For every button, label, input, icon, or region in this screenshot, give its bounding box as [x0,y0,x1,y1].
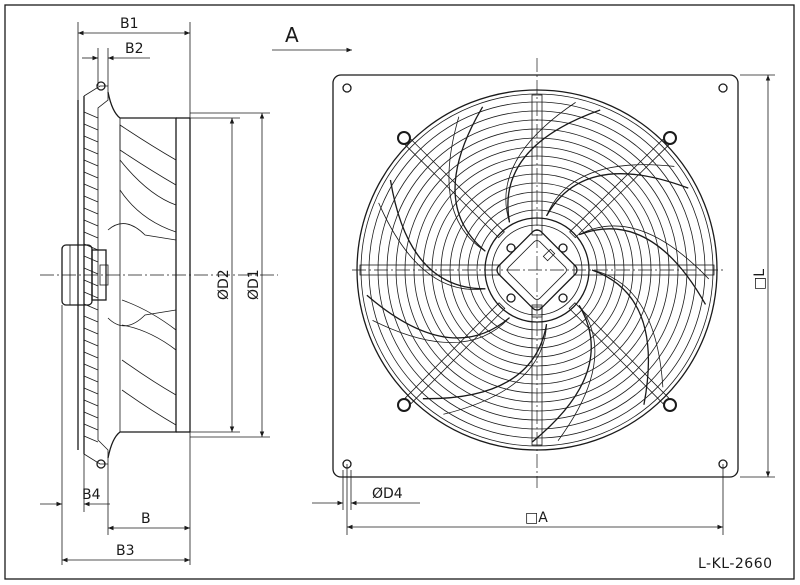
dimension-label-b2: B2 [125,41,144,57]
dimension-label-b: B [141,511,151,527]
front-view-dimensions [312,74,775,535]
dimension-label-b1: B1 [120,16,139,32]
terminal-box [496,229,578,311]
drawing-code: L-KL-2660 [698,556,773,572]
dimension-label-b4: B4 [82,487,101,503]
side-view [61,81,191,469]
bolt-icon [397,131,677,412]
view-label-a: A [285,23,299,47]
dimension-label-b3: B3 [116,543,135,559]
dimension-label-d2: ØD2 [216,269,232,300]
impeller-blades [366,102,710,443]
side-view-dimensions [40,22,270,565]
dimension-label-a: □A [525,510,548,526]
mounting-plate [332,74,739,478]
dimension-label-d4: ØD4 [372,486,403,502]
dimension-label-l: □L [752,269,768,290]
front-view [332,74,739,478]
drawing-frame [4,4,795,580]
dimension-label-d1: ØD1 [246,269,262,300]
